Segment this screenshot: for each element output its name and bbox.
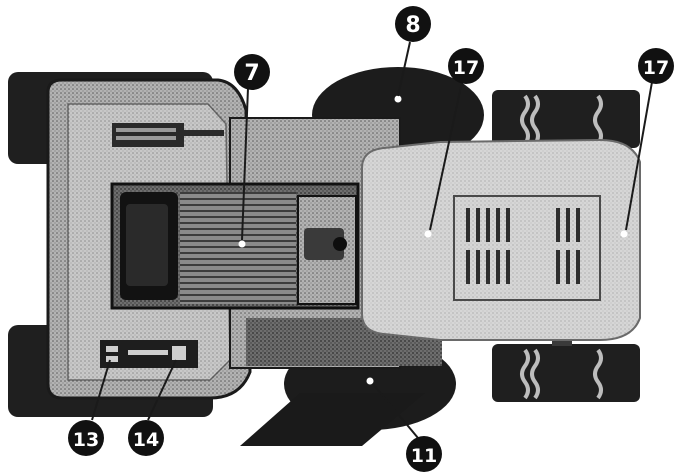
floor-plate bbox=[180, 192, 296, 304]
control-panel bbox=[100, 340, 198, 368]
callout-17-center: 17 bbox=[448, 48, 484, 84]
deck-marker-bottom bbox=[366, 377, 374, 385]
leader-8 bbox=[397, 41, 411, 97]
leader-13 bbox=[91, 359, 111, 421]
hood-marker-center bbox=[424, 230, 432, 238]
steering-column bbox=[304, 228, 344, 260]
floor-plate-marker bbox=[238, 240, 246, 248]
callout-13: 13 bbox=[68, 420, 104, 456]
callout-11: 11 bbox=[406, 436, 442, 472]
callout-17-right: 17 bbox=[638, 48, 674, 84]
callout-17-right-label: 17 bbox=[643, 57, 669, 79]
leader-7 bbox=[241, 87, 249, 241]
callout-7-label: 7 bbox=[244, 61, 259, 86]
rear-lever-plate bbox=[112, 123, 224, 147]
front-tire-bottom bbox=[492, 344, 640, 402]
callout-11-label: 11 bbox=[411, 445, 437, 467]
callout-7: 7 bbox=[234, 54, 270, 90]
seat-pan bbox=[126, 204, 168, 286]
leader-11 bbox=[372, 383, 419, 439]
hood-grille bbox=[453, 195, 601, 301]
leader-17-center bbox=[429, 81, 463, 231]
leader-17-right bbox=[625, 81, 653, 231]
callout-17-center-label: 17 bbox=[453, 57, 479, 79]
steering-knob bbox=[333, 237, 347, 251]
leader-lines bbox=[91, 41, 653, 439]
leader-14 bbox=[147, 359, 177, 421]
callout-8: 8 bbox=[395, 6, 431, 42]
callout-14-label: 14 bbox=[133, 429, 159, 451]
hood-marker-right bbox=[620, 230, 628, 238]
callout-14: 14 bbox=[128, 420, 164, 456]
front-tire-top bbox=[492, 90, 640, 148]
callout-13-label: 13 bbox=[73, 429, 99, 451]
discharge-chute bbox=[240, 393, 425, 446]
callout-8-label: 8 bbox=[405, 13, 420, 38]
deck-marker-top bbox=[394, 95, 402, 103]
